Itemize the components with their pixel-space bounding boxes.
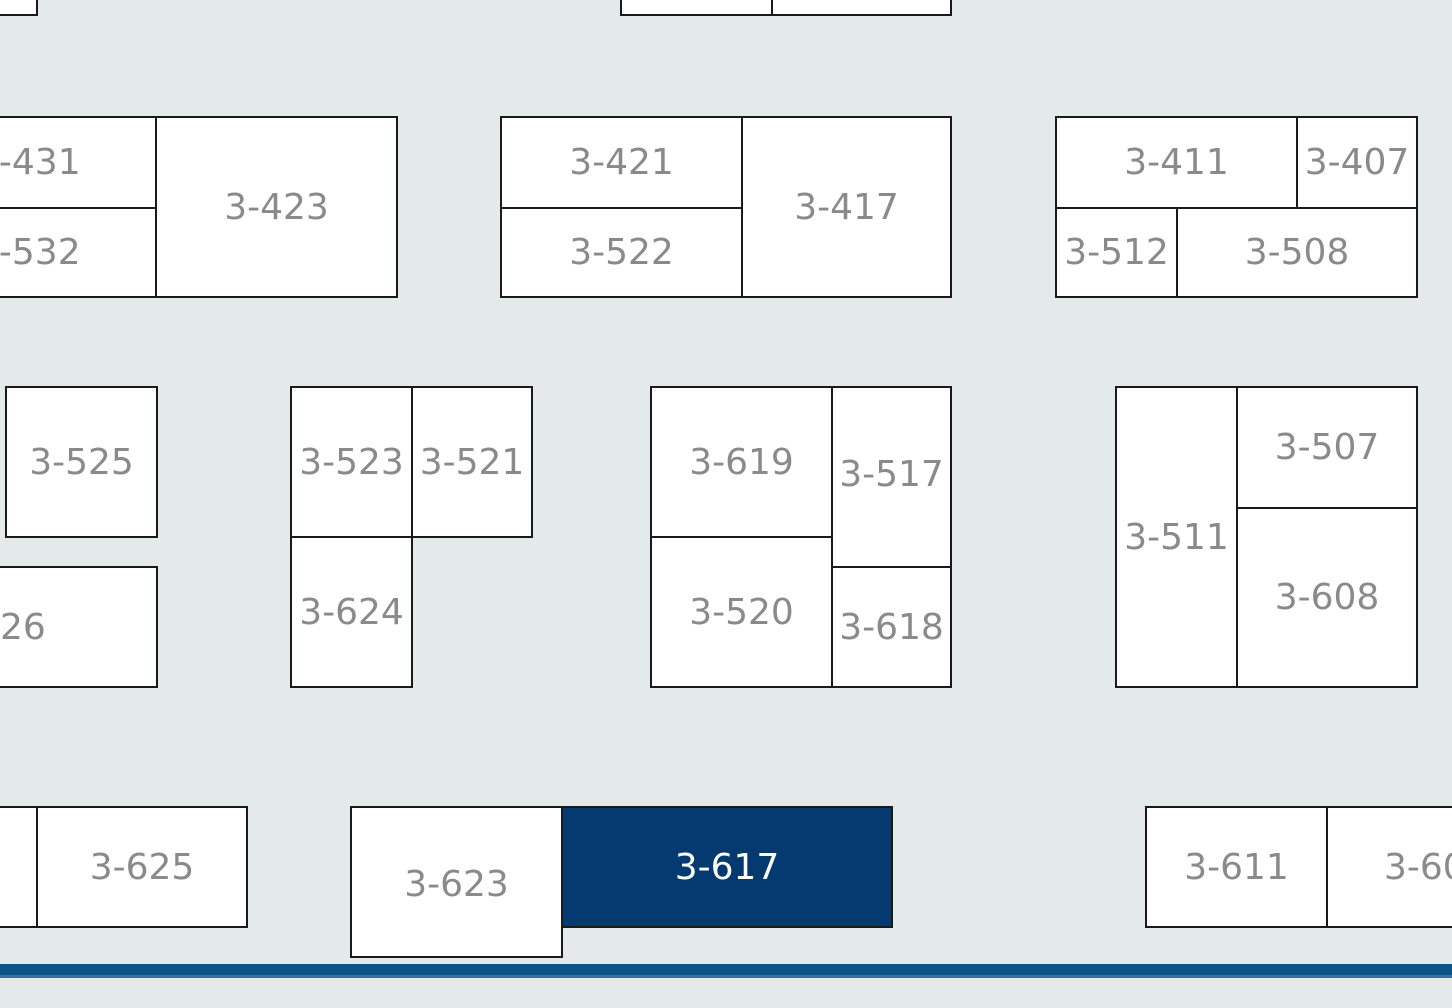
booth-3-526[interactable]: 26: [0, 566, 158, 688]
booth-3-521[interactable]: 3-521: [411, 386, 533, 538]
booth-label: 3-411: [1124, 142, 1229, 183]
booth-label: 3-619: [689, 441, 794, 483]
booth-label: 3-522: [569, 232, 674, 273]
booth-3-508[interactable]: 3-508: [1176, 207, 1418, 298]
booth-partial-top-center-a[interactable]: [620, 0, 773, 16]
booth-label: 3-525: [29, 441, 134, 483]
booth-partial-top-left[interactable]: [0, 0, 38, 16]
booth-3-507[interactable]: 3-507: [1236, 386, 1418, 509]
booth-3-608[interactable]: 3-608: [1236, 507, 1418, 688]
booth-label: 3-511: [1124, 516, 1229, 558]
booth-label: 3-625: [89, 846, 195, 888]
booth-3-520[interactable]: 3-520: [650, 536, 833, 688]
booth-3-517[interactable]: 3-517: [831, 386, 952, 568]
booth-label: 3-508: [1244, 232, 1350, 273]
booth-3-617-selected[interactable]: 3-617: [561, 806, 893, 928]
booth-label: 3-417: [794, 186, 899, 228]
booth-3-423[interactable]: 3-423: [155, 116, 398, 298]
booth-3-60x[interactable]: 3-60: [1326, 806, 1452, 928]
booth-label: 3-521: [419, 441, 525, 483]
booth-label: 3-618: [839, 606, 944, 648]
booth-label: 3-523: [299, 441, 404, 483]
booth-label: 3-60: [1384, 846, 1452, 888]
booth-3-625[interactable]: 3-625: [36, 806, 248, 928]
bottom-bar-highlight: [0, 975, 1452, 978]
booth-label: 3-421: [569, 142, 674, 183]
booth-label: 3-431: [0, 142, 81, 183]
booth-3-417[interactable]: 3-417: [741, 116, 952, 298]
booth-partial-bottom-left[interactable]: [0, 806, 38, 928]
booth-label: 3-407: [1304, 142, 1410, 183]
booth-3-532[interactable]: 3-532: [0, 207, 158, 298]
booth-3-525[interactable]: 3-525: [5, 386, 158, 538]
booth-label: 3-517: [839, 453, 944, 495]
booth-label: 3-617: [674, 846, 780, 888]
booth-label: 3-507: [1274, 427, 1380, 468]
booth-3-618[interactable]: 3-618: [831, 566, 952, 688]
bottom-bar: [0, 964, 1452, 978]
booth-label: 3-532: [0, 232, 81, 273]
booth-partial-top-center-b[interactable]: [771, 0, 952, 16]
booth-label: 3-512: [1064, 232, 1169, 273]
booth-label: 3-520: [689, 591, 794, 633]
booth-3-407[interactable]: 3-407: [1296, 116, 1418, 209]
booth-3-523[interactable]: 3-523: [290, 386, 413, 538]
booth-3-624[interactable]: 3-624: [290, 536, 413, 688]
booth-label: 26: [0, 606, 46, 648]
booth-3-611[interactable]: 3-611: [1145, 806, 1328, 928]
booth-label: 3-423: [224, 186, 329, 228]
booth-label: 3-624: [299, 591, 404, 633]
booth-label: 3-611: [1184, 846, 1289, 888]
booth-3-522[interactable]: 3-522: [500, 207, 743, 298]
booth-3-411[interactable]: 3-411: [1055, 116, 1298, 209]
booth-label: 3-623: [404, 863, 509, 905]
booth-3-511[interactable]: 3-511: [1115, 386, 1238, 688]
booth-3-431[interactable]: 3-431: [0, 116, 158, 209]
booth-3-421[interactable]: 3-421: [500, 116, 743, 209]
booth-3-619[interactable]: 3-619: [650, 386, 833, 538]
booth-3-512[interactable]: 3-512: [1055, 207, 1178, 298]
booth-label: 3-608: [1274, 577, 1380, 618]
booth-3-623[interactable]: 3-623: [350, 806, 563, 958]
